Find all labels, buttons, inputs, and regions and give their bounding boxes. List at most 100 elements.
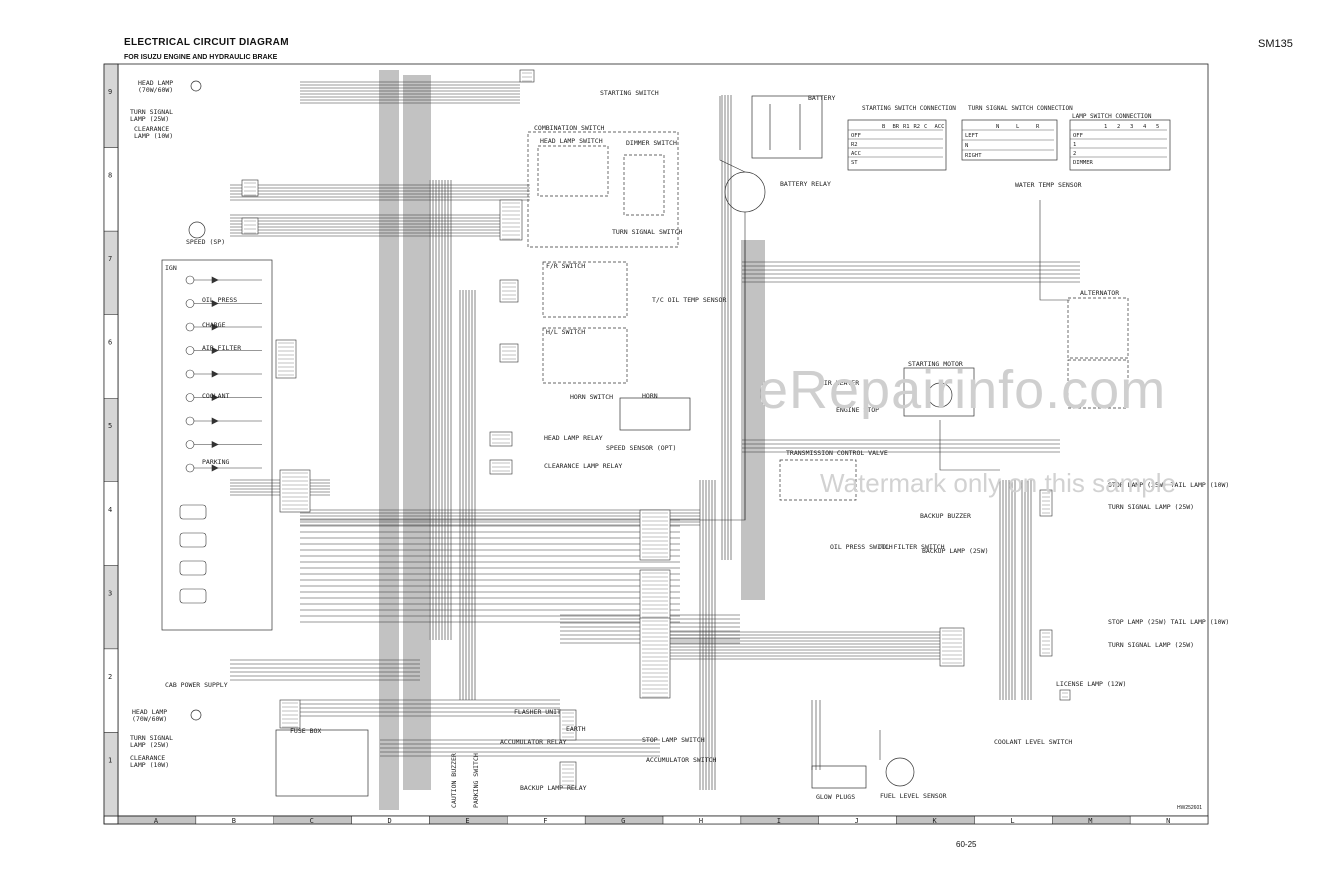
table-col-header: R bbox=[1036, 124, 1040, 130]
watermark-text: eRepairinfo.com bbox=[758, 360, 1167, 420]
label-parking-switch: PARKING SWITCH bbox=[472, 753, 480, 808]
grid-col-label: H bbox=[699, 817, 703, 825]
table-col-header: 2 bbox=[1117, 124, 1120, 130]
table-col-header: 4 bbox=[1143, 124, 1147, 130]
table-col-header: R1 bbox=[903, 124, 910, 130]
label-glow-plugs: GLOW PLUGS bbox=[816, 793, 855, 801]
label-hl-switch: H/L SWITCH bbox=[546, 328, 585, 336]
label-turn-signal-right-top: TURN SIGNAL LAMP (25W) bbox=[1108, 503, 1194, 511]
label-stop-tail-top: STOP LAMP (25W) TAIL LAMP (10W) bbox=[1108, 481, 1229, 489]
table-row-header: DIMMER bbox=[1073, 160, 1094, 166]
label-head-lamp-bottom: HEAD LAMP bbox=[132, 708, 167, 716]
grid-col-label: B bbox=[232, 817, 236, 825]
label-turn-signal-bottom-rating: LAMP (25W) bbox=[130, 741, 169, 749]
lamp-table-title: LAMP SWITCH CONNECTION bbox=[1072, 113, 1152, 120]
doc-id: SM135 bbox=[1258, 38, 1293, 50]
table-row-header: 2 bbox=[1073, 151, 1076, 157]
table-row-header: R2 bbox=[851, 142, 858, 148]
label-starting-switch: STARTING SWITCH bbox=[600, 89, 659, 97]
grid-row-label: 7 bbox=[108, 255, 112, 263]
label-coolant: COOLANT bbox=[202, 392, 229, 400]
drawing-number: HW252601 bbox=[1177, 805, 1203, 811]
label-clearance-top: CLEARANCE bbox=[134, 125, 169, 133]
table-col-header: B bbox=[882, 124, 886, 130]
label-turn-signal-switch: TURN SIGNAL SWITCH bbox=[612, 228, 683, 236]
grid-row-label: 8 bbox=[108, 172, 112, 180]
grid-col-label: D bbox=[388, 817, 392, 825]
label-clearance-top-rating: LAMP (10W) bbox=[134, 132, 173, 140]
table-col-header: 3 bbox=[1130, 124, 1133, 130]
grid-col-label: A bbox=[154, 817, 159, 825]
table-row-header: N bbox=[965, 143, 968, 149]
component-labels: HEAD LAMP (70W/60W) TURN SIGNAL LAMP (25… bbox=[130, 79, 1229, 808]
label-backup-lamp-relay: BACKUP LAMP RELAY bbox=[520, 784, 587, 792]
table-row-header: ACC bbox=[851, 151, 861, 157]
label-coolant-level: COOLANT LEVEL SWITCH bbox=[994, 738, 1072, 746]
label-horn: HORN bbox=[642, 392, 658, 400]
label-backup-buzzer: BACKUP BUZZER bbox=[920, 512, 971, 520]
grid-row-label: 6 bbox=[108, 339, 112, 347]
grid-row-label: 3 bbox=[108, 589, 112, 597]
label-turn-signal-top: TURN SIGNAL bbox=[130, 108, 173, 116]
label-dimmer-switch: DIMMER SWITCH bbox=[626, 139, 677, 147]
table-col-header: BR bbox=[893, 124, 900, 130]
label-clearance-relay: CLEARANCE LAMP RELAY bbox=[544, 462, 622, 470]
table-col-header: N bbox=[996, 124, 999, 130]
label-oil-filter-switch: OIL FILTER SWITCH bbox=[878, 543, 945, 551]
label-water-temp: WATER TEMP SENSOR bbox=[1015, 181, 1082, 189]
label-turn-signal-top-rating: LAMP (25W) bbox=[130, 115, 169, 123]
grid-col-label: N bbox=[1166, 817, 1170, 825]
table-col-header: ACC bbox=[935, 124, 945, 130]
table-row-header: ST bbox=[851, 160, 858, 166]
table-row-header: RIGHT bbox=[965, 153, 982, 159]
indicator-lamps bbox=[179, 275, 262, 604]
table-col-header: L bbox=[1016, 124, 1020, 130]
diagram-subtitle: FOR ISUZU ENGINE AND HYDRAULIC BRAKE bbox=[124, 54, 278, 61]
table-row-header: OFF bbox=[1073, 133, 1083, 139]
table-col-header: 1 bbox=[1104, 124, 1107, 130]
label-alternator: ALTERNATOR bbox=[1080, 289, 1119, 297]
label-battery-relay: BATTERY RELAY bbox=[780, 180, 831, 188]
watermark-notice: Watermark only on this sample bbox=[820, 468, 1176, 498]
grid-col-label: K bbox=[933, 817, 938, 825]
table-row-header: LEFT bbox=[965, 133, 979, 139]
label-accumulator-relay: ACCUMULATOR RELAY bbox=[500, 738, 567, 746]
label-fr-switch: F/R SWITCH bbox=[546, 262, 585, 270]
label-transmission-valve: TRANSMISSION CONTROL VALVE bbox=[786, 449, 888, 457]
label-tc-oil-temp: T/C OIL TEMP SENSOR bbox=[652, 296, 726, 304]
label-turn-signal-right-bottom: TURN SIGNAL LAMP (25W) bbox=[1108, 641, 1194, 649]
grid-col-label: I bbox=[777, 817, 781, 825]
label-head-lamp-switch: HEAD LAMP SWITCH bbox=[540, 137, 603, 145]
label-parking: PARKING bbox=[202, 458, 229, 466]
label-fuse-box: FUSE BOX bbox=[290, 727, 321, 735]
label-fuel-level: FUEL LEVEL SENSOR bbox=[880, 792, 947, 800]
label-head-lamp-bottom-rating: (70W/60W) bbox=[132, 715, 167, 723]
label-stop-tail-bottom: STOP LAMP (25W) TAIL LAMP (10W) bbox=[1108, 618, 1229, 626]
label-horn-switch: HORN SWITCH bbox=[570, 393, 613, 401]
label-flasher-unit: FLASHER UNIT bbox=[514, 708, 561, 716]
label-speedo: SPEED (SP) bbox=[186, 238, 225, 246]
diagram-title: ELECTRICAL CIRCUIT DIAGRAM bbox=[124, 37, 289, 48]
connection-tables: STARTING SWITCH CONNECTION TURN SIGNAL S… bbox=[848, 105, 1167, 166]
label-head-lamp-top: HEAD LAMP bbox=[138, 79, 173, 87]
table-col-header: 5 bbox=[1156, 124, 1159, 130]
turn-table-title: TURN SIGNAL SWITCH CONNECTION bbox=[968, 105, 1073, 112]
label-combination-switch: COMBINATION SWITCH bbox=[534, 124, 605, 132]
grid-col-label: J bbox=[855, 817, 859, 825]
grid-row-label: 9 bbox=[108, 88, 112, 96]
label-air-filter: AIR FILTER bbox=[202, 344, 241, 352]
grid-col-label: E bbox=[465, 817, 469, 825]
label-engine-stop: ENGINE STOP bbox=[836, 406, 879, 414]
grid-col-label: F bbox=[543, 817, 547, 825]
grid-col-label: M bbox=[1088, 817, 1092, 825]
label-head-lamp-relay: HEAD LAMP RELAY bbox=[544, 434, 603, 442]
label-accumulator-switch: ACCUMULATOR SWITCH bbox=[646, 756, 717, 764]
label-starting-motor: STARTING MOTOR bbox=[908, 360, 963, 368]
table-col-header: R2 bbox=[914, 124, 921, 130]
label-oil-press-switch: OIL PRESS SWITCH bbox=[830, 543, 893, 551]
label-charge: CHARGE bbox=[202, 321, 226, 329]
grid-row-label: 5 bbox=[108, 422, 112, 430]
